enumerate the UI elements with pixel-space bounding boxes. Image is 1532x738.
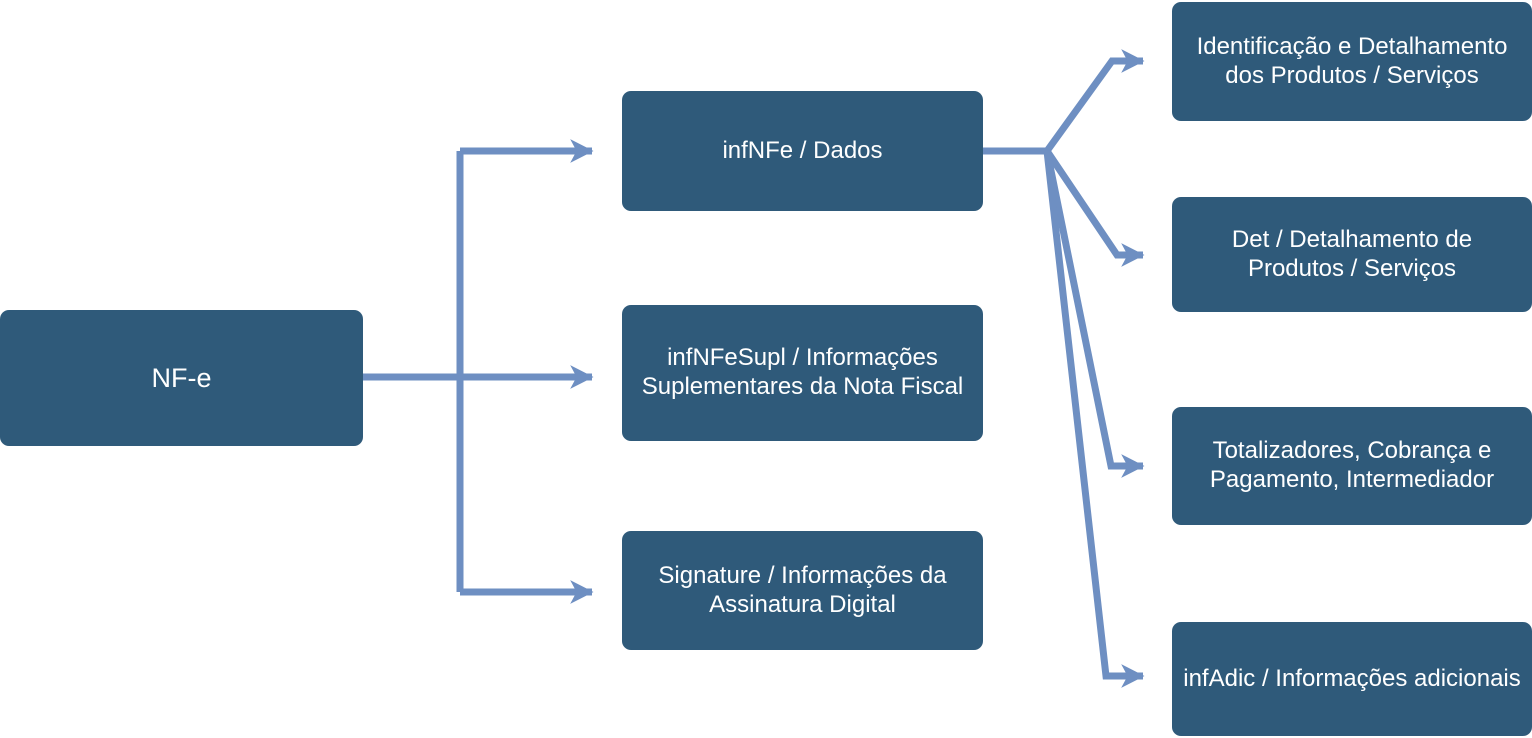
node-nfe-label: NF-e (151, 362, 212, 393)
edge-infnfe-to-total (1043, 150, 1145, 478)
edge-infnfe-to-infadic (1043, 150, 1145, 688)
node-infadic[interactable]: infAdic / Informações adicionais (1172, 622, 1532, 736)
node-infnfe-label: infNFe / Dados (722, 136, 883, 164)
node-identificacao[interactable]: Identificação e Detalhamento dos Produto… (1172, 2, 1532, 121)
node-infnfesupl-label: infNFeSupl / Informações Suplementares d… (641, 344, 964, 400)
node-totalizadores-label: Totalizadores, Cobrança e Pagamento, Int… (1209, 437, 1495, 493)
node-signature[interactable]: Signature / Informações da Assinatura Di… (622, 531, 983, 650)
node-det-label: Det / Detalhamento de Produtos / Serviço… (1231, 225, 1473, 282)
node-signature-label: Signature / Informações da Assinatura Di… (658, 561, 947, 618)
node-det[interactable]: Det / Detalhamento de Produtos / Serviço… (1172, 197, 1532, 312)
node-infnfe[interactable]: infNFe / Dados (622, 91, 983, 211)
edge-infnfe-to-det (1044, 149, 1145, 267)
node-infnfesupl[interactable]: infNFeSupl / Informações Suplementares d… (622, 305, 983, 441)
node-nfe[interactable]: NF-e (0, 310, 363, 446)
node-totalizadores[interactable]: Totalizadores, Cobrança e Pagamento, Int… (1172, 407, 1532, 525)
edge-infnfe-to-ident (1044, 49, 1145, 154)
node-infadic-label: infAdic / Informações adicionais (1183, 664, 1521, 692)
node-identificacao-label: Identificação e Detalhamento dos Produto… (1196, 32, 1508, 89)
